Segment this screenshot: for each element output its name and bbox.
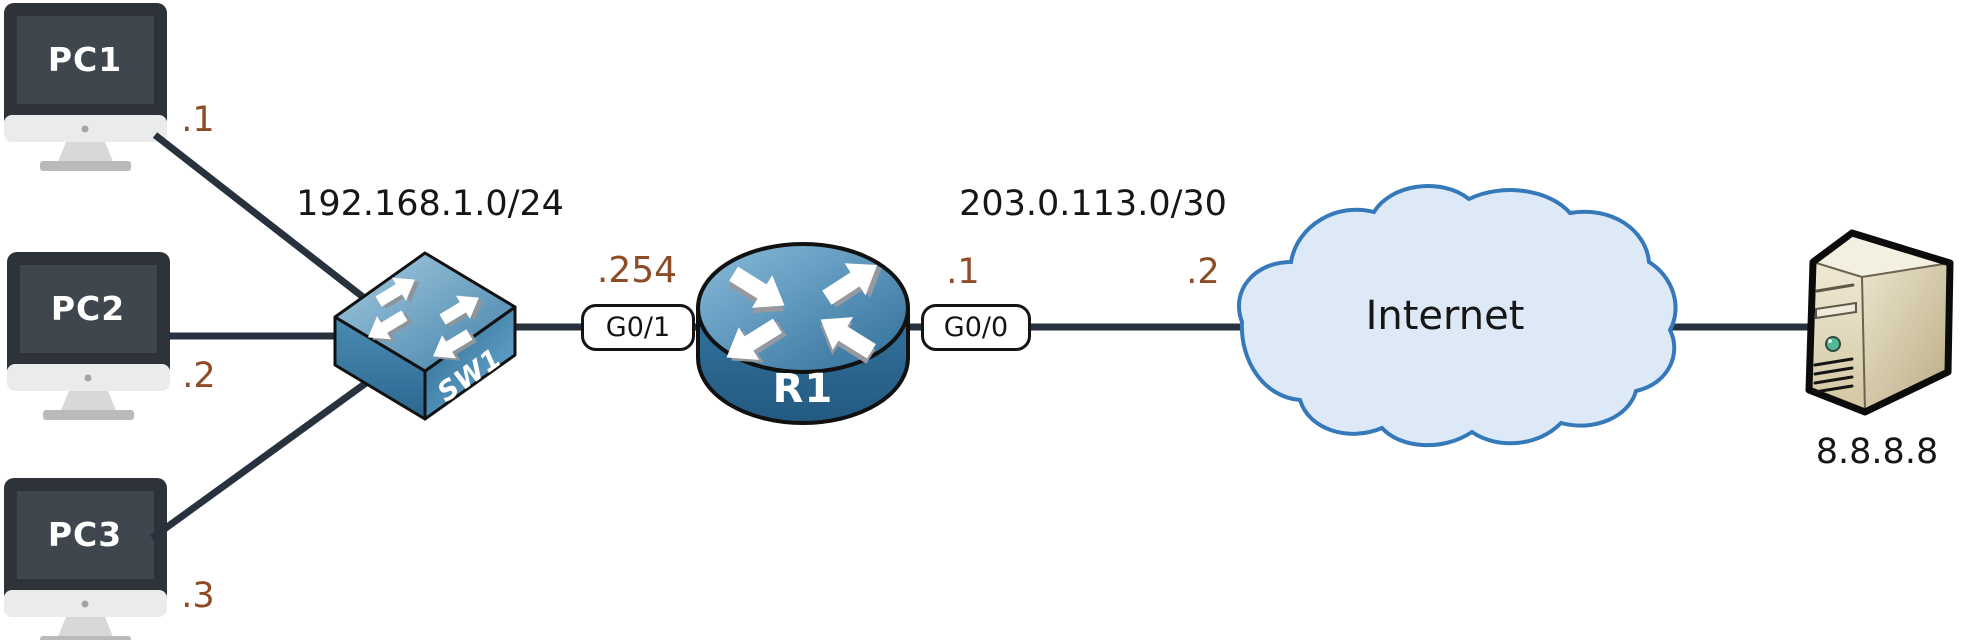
wan-network-label: 203.0.113.0/30 — [959, 184, 1227, 224]
port-badge-g0-0: G0/0 — [921, 304, 1031, 351]
server-icon — [1805, 229, 1954, 416]
cloud-icon — [1236, 184, 1678, 448]
server-top-face — [1813, 233, 1950, 277]
pc1-ip-suffix-label: .1 — [181, 100, 215, 140]
server-side-face — [1862, 263, 1950, 412]
monitor-camera-dot — [81, 600, 89, 608]
monitor-screen — [17, 16, 154, 104]
router-wan-ip-label: .1 — [946, 252, 980, 292]
monitor-stand — [57, 617, 114, 639]
monitor-camera-dot — [84, 374, 92, 382]
monitor-screen — [20, 265, 157, 353]
server-drive-bay — [1815, 301, 1857, 320]
link-pc1-sw1 — [152, 132, 398, 325]
monitor-screen — [17, 491, 154, 579]
pc1-label: PC1 — [47, 40, 123, 79]
monitor-base — [40, 636, 131, 640]
provider-ip-label: .2 — [1186, 252, 1220, 292]
monitor-stand — [60, 391, 117, 413]
pc2-ip-suffix-label: .2 — [182, 356, 216, 396]
pc1-monitor-icon — [4, 3, 167, 171]
server-cd-slot — [1815, 283, 1855, 293]
port-badge-g0-1: G0/1 — [581, 304, 695, 351]
router-label: R1 — [772, 366, 834, 412]
pc2-label: PC2 — [50, 289, 126, 328]
server-power-led — [1825, 336, 1841, 352]
server-led-highlight — [1828, 339, 1832, 343]
server-vents — [1813, 357, 1854, 394]
switch-icon — [333, 251, 517, 421]
monitor-base — [40, 161, 131, 171]
server-outline — [1805, 229, 1954, 416]
switch-top-face — [333, 251, 517, 373]
pc3-ip-suffix-label: .3 — [181, 576, 215, 616]
server-front-face — [1809, 262, 1865, 412]
monitor-stand — [57, 142, 114, 164]
link-pc3-sw1 — [149, 359, 398, 541]
monitor-camera-dot — [81, 125, 89, 133]
cloud-shape — [1236, 184, 1678, 448]
monitor-base — [43, 410, 134, 420]
server-ip-label: 8.8.8.8 — [1815, 432, 1939, 472]
internet-cloud-label: Internet — [1365, 293, 1525, 339]
router-icon — [696, 242, 910, 425]
pc3-monitor-icon — [4, 478, 167, 640]
server-inner-edges — [1812, 261, 1951, 413]
pc2-monitor-icon — [7, 252, 170, 420]
lan-network-label: 192.168.1.0/24 — [296, 184, 564, 224]
router-lan-ip-label: .254 — [596, 250, 678, 291]
pc3-label: PC3 — [47, 515, 123, 554]
